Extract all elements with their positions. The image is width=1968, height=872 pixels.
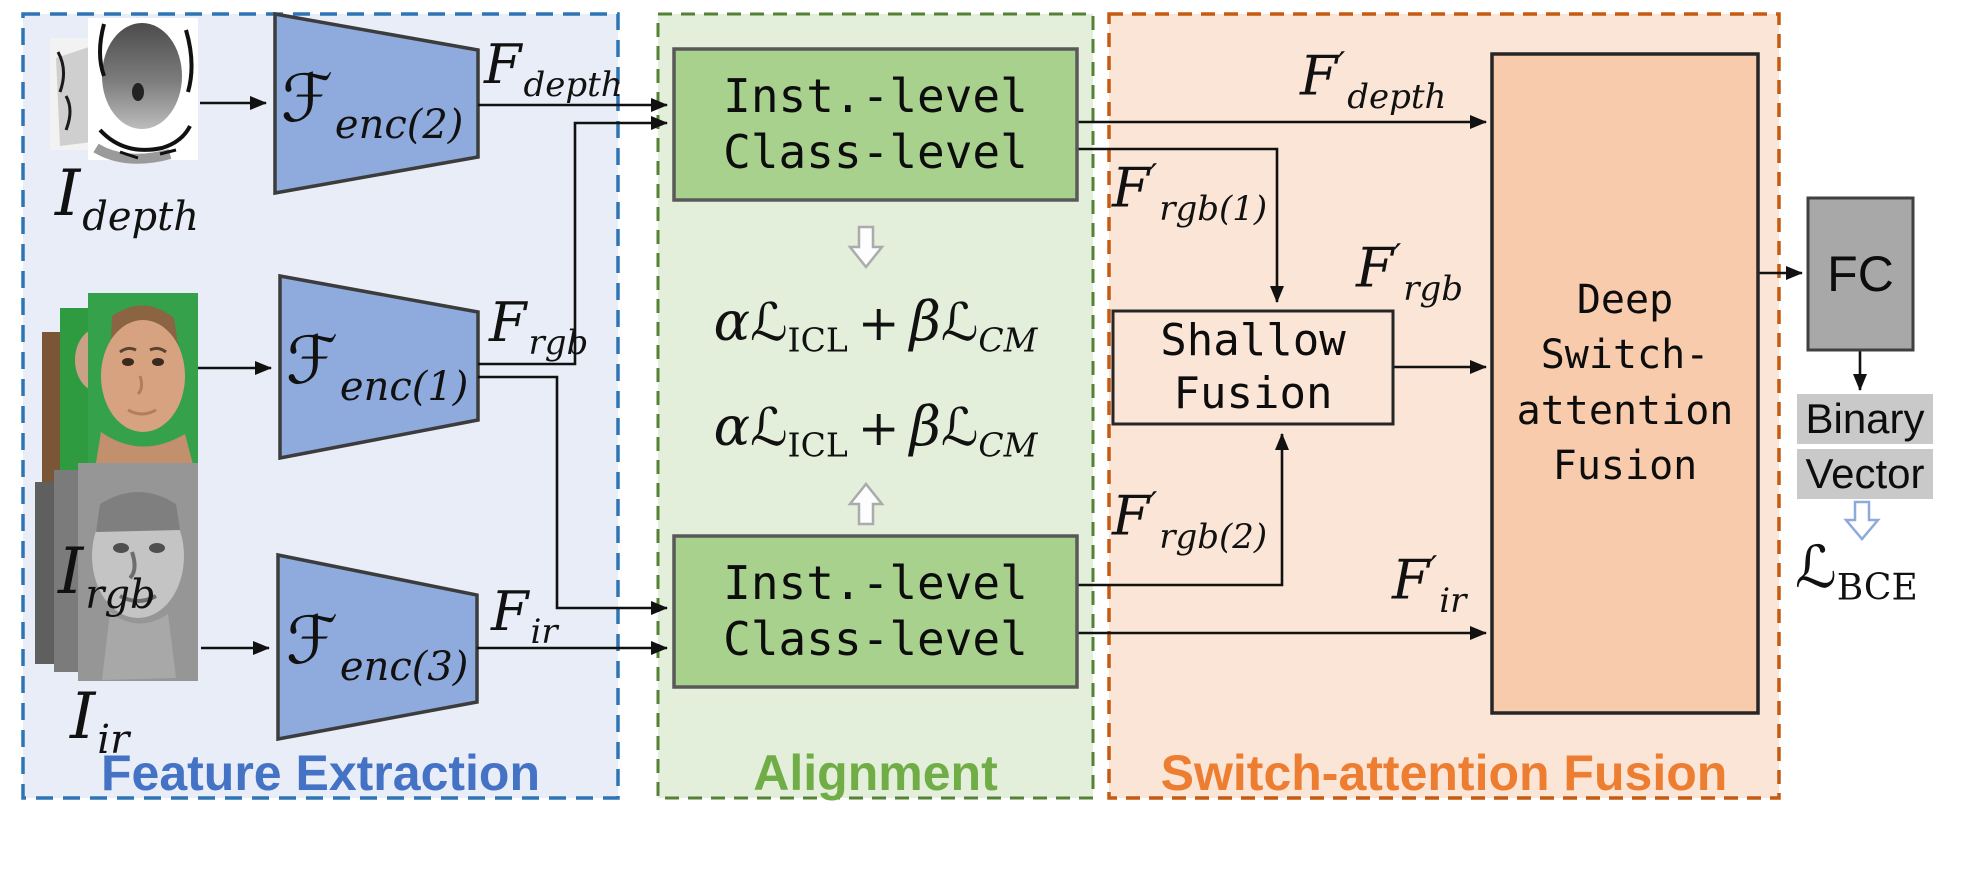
encoder-ir-trapezoid bbox=[276, 552, 479, 742]
align-top-box bbox=[672, 47, 1079, 202]
arrow-f-rgb-branch2 bbox=[478, 375, 668, 615]
fc-box bbox=[1806, 196, 1915, 352]
encoder-rgb-trapezoid bbox=[278, 273, 480, 461]
align-top-box-text: Inst.-level Class-level bbox=[723, 69, 1028, 179]
bce-loss-label: ℒBCE bbox=[1795, 533, 1918, 609]
arrow-fp-rgb2 bbox=[1077, 433, 1289, 587]
shallow-fusion-box bbox=[1111, 309, 1395, 426]
alignment-loss-equation-2: αℒICL+βℒCM bbox=[713, 395, 1038, 465]
feature-label-f-ir: Fir bbox=[491, 580, 558, 652]
flow-up-arrow-icon bbox=[847, 481, 885, 526]
encoder-label-enc2: ℱenc(2) bbox=[281, 60, 464, 148]
align-bottom-box-text: Inst.-level Class-level bbox=[723, 556, 1028, 666]
switch-fusion-title: Switch-attention Fusion bbox=[1160, 745, 1728, 801]
input-label-depth: Idepth bbox=[55, 157, 199, 241]
deep-fusion-text: Deep Switch- attention Fusion bbox=[1516, 277, 1734, 489]
arrow-fp-rgb1 bbox=[1077, 147, 1284, 303]
feature-label-f-depth: Fdepth bbox=[484, 33, 623, 105]
feature-label-fp-ir: F′ir bbox=[1392, 548, 1467, 621]
align-bottom-box bbox=[672, 534, 1079, 689]
ir-input-image bbox=[35, 463, 198, 681]
arrow-f-rgb-branch1 bbox=[478, 116, 668, 366]
feature-label-f-rgb: Frgb bbox=[489, 291, 589, 363]
feature-extraction-title: Feature Extraction bbox=[100, 745, 540, 801]
depth-input-image bbox=[50, 18, 198, 164]
alignment-title: Alignment bbox=[753, 745, 998, 801]
alignment-loss-equation-1: αℒICL+βℒCM bbox=[713, 290, 1038, 360]
feature-label-fp-rgb1: F′rgb(1) bbox=[1112, 156, 1268, 229]
feature-label-fp-rgb2: F′rgb(2) bbox=[1112, 484, 1268, 557]
fc-label: FC bbox=[1827, 246, 1894, 302]
rgb-input-image bbox=[42, 293, 198, 530]
input-label-ir: Iir bbox=[70, 680, 130, 764]
encoder-label-enc1: ℱenc(1) bbox=[286, 322, 469, 410]
binary-vector-label: Binary Vector bbox=[1780, 394, 1950, 500]
encoder-depth-trapezoid bbox=[273, 11, 480, 196]
feature-label-fp-depth: F′depth bbox=[1300, 44, 1447, 117]
encoder-label-enc3: ℱenc(3) bbox=[286, 602, 469, 690]
input-label-rgb: Irgb bbox=[58, 535, 156, 619]
flow-down-arrow-icon bbox=[847, 225, 885, 270]
deep-fusion-box bbox=[1490, 52, 1760, 715]
shallow-fusion-text: Shallow Fusion bbox=[1160, 314, 1346, 419]
feature-label-fp-rgb: F′rgb bbox=[1356, 236, 1463, 309]
binary-to-loss-arrow-icon bbox=[1843, 500, 1881, 541]
